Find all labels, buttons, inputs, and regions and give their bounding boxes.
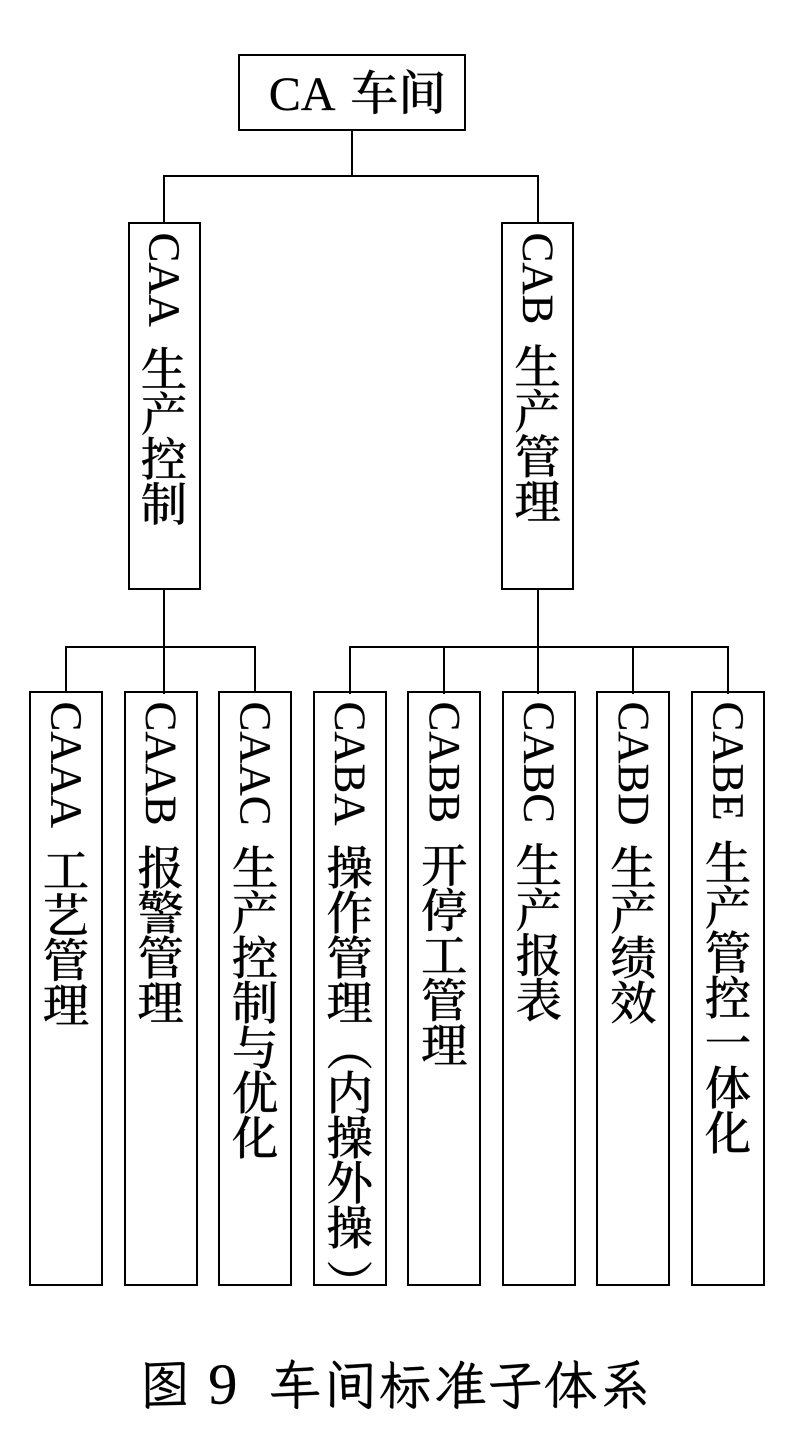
node-caba-label: CABA 操作管理（内操外操）	[313, 691, 387, 1286]
connector-drop-cabe	[727, 646, 729, 694]
node-caaa-label: CAAA 工艺管理	[29, 691, 103, 1286]
node-ca-label: CA 车间	[238, 54, 466, 131]
node-cabd-label: CABD 生产绩效	[596, 691, 670, 1286]
connector-drop-caaa	[65, 645, 67, 694]
connector-drop-cabd	[632, 646, 635, 694]
connector-cab-rail	[348, 646, 729, 648]
node-cabb-label: CABB 开停工管理	[407, 691, 481, 1286]
connector-level2-rail	[163, 175, 539, 177]
node-cabe-label: CABE 生产管控一体化	[691, 691, 765, 1286]
connector-caa-stem	[163, 588, 165, 694]
connector-drop-cab	[536, 175, 539, 224]
node-caab-label: CAAB 报警管理	[124, 691, 198, 1286]
node-caac-label: CAAC 生产控制与优化	[218, 691, 292, 1286]
node-caa-label: CAA 生产控制	[128, 222, 201, 590]
connector-cab-stem	[536, 588, 539, 694]
connector-drop-cabb	[443, 646, 446, 694]
node-cabc-label: CABC 生产报表	[502, 691, 576, 1286]
connector-drop-caba	[348, 646, 351, 694]
node-cab-label: CAB 生产管理	[501, 222, 574, 590]
connector-caa-rail	[65, 645, 257, 648]
connector-root-stub	[350, 130, 353, 177]
connector-drop-caac	[254, 645, 257, 694]
figure-caption: 图 9 车间标准子体系	[138, 1352, 658, 1414]
connector-drop-caa	[163, 175, 165, 224]
